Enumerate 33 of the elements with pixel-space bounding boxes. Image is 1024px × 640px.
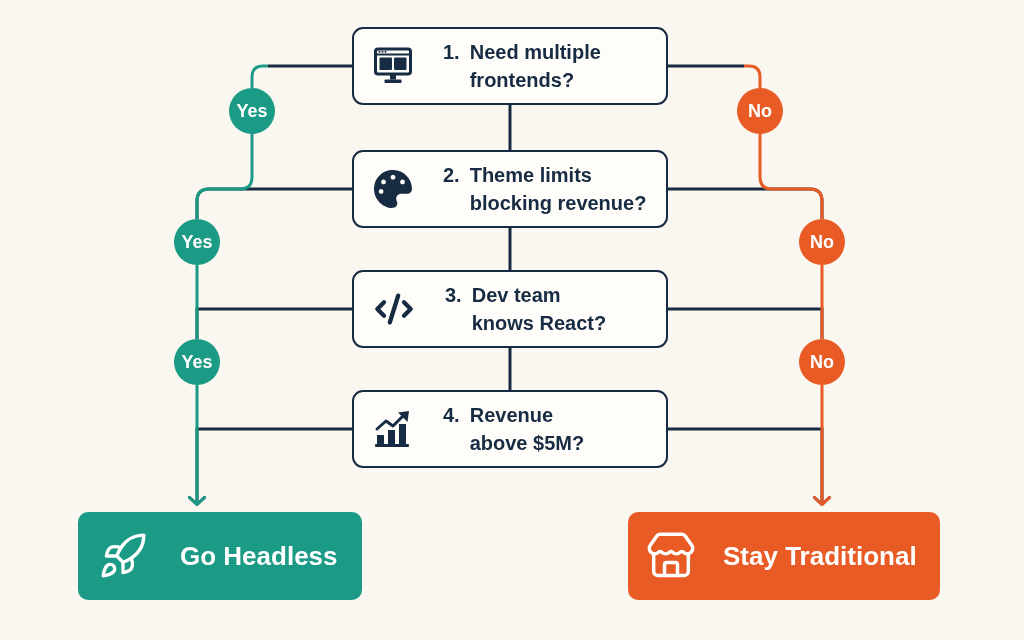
step-number: 4. xyxy=(443,403,460,428)
connector-line xyxy=(668,64,762,88)
question-text: Dev team knows React? xyxy=(471,283,608,336)
connector-line xyxy=(508,228,512,270)
answer-circle: No xyxy=(799,219,845,265)
arrow xyxy=(813,385,831,506)
decision-box xyxy=(352,150,668,228)
decision-box xyxy=(352,390,668,468)
answer-circle: No xyxy=(799,339,845,385)
step-number: 1. xyxy=(443,40,460,65)
outcome-label: Stay Traditional xyxy=(723,540,917,572)
outcome-box xyxy=(628,512,940,600)
connector-line xyxy=(195,134,254,219)
question-text: Need multiple frontends? xyxy=(469,40,602,93)
question-text: Revenue above $5M? xyxy=(469,403,586,456)
connector-line xyxy=(195,265,199,339)
connector-line xyxy=(820,265,824,339)
step-number: 3. xyxy=(445,283,462,308)
arrow xyxy=(188,385,206,506)
connector-line xyxy=(758,134,824,219)
connector-line xyxy=(508,348,512,390)
question-text: Theme limits blocking revenue? xyxy=(469,163,648,216)
decision-box xyxy=(352,27,668,105)
answer-circle: Yes xyxy=(174,339,220,385)
answer-circle: Yes xyxy=(229,88,275,134)
outcome-box xyxy=(78,512,362,600)
answer-circle: No xyxy=(737,88,783,134)
connector-line xyxy=(250,64,352,88)
connector-line xyxy=(508,105,512,150)
answer-circle: Yes xyxy=(174,219,220,265)
decision-box xyxy=(352,270,668,348)
outcome-label: Go Headless xyxy=(180,540,338,572)
step-number: 2. xyxy=(443,163,460,188)
